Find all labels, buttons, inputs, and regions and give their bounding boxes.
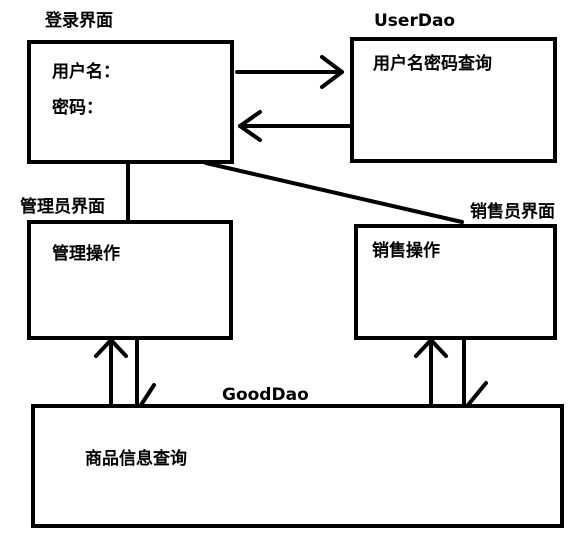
userdao-to-login-arrow (238, 110, 354, 142)
login-to-userdao-arrow (235, 55, 344, 89)
userdao-query-label: 用户名密码查询 (373, 54, 492, 74)
sales-title: 销售员界面 (470, 202, 555, 222)
admin-title: 管理员界面 (20, 197, 105, 217)
userdao-title: UserDao (374, 11, 456, 31)
admin-box (27, 220, 233, 340)
sales-action-label: 销售操作 (372, 241, 440, 261)
admin-action-label: 管理操作 (52, 244, 120, 264)
gooddao-to-sales-arrow (414, 338, 448, 407)
sales-box (354, 224, 557, 340)
login-password-label: 密码： (52, 98, 103, 118)
gooddao-query-label: 商品信息查询 (85, 449, 187, 469)
sales-to-gooddao-arrow (462, 338, 488, 407)
login-username-label: 用户名： (52, 62, 120, 82)
login-to-sales-link (204, 161, 464, 224)
admin-to-gooddao-arrow (135, 336, 156, 407)
login-box (27, 40, 234, 164)
userdao-box (350, 37, 557, 163)
login-title: 登录界面 (45, 11, 113, 31)
gooddao-box (31, 404, 564, 528)
gooddao-title: GoodDao (222, 385, 309, 405)
gooddao-to-admin-arrow (94, 338, 128, 407)
